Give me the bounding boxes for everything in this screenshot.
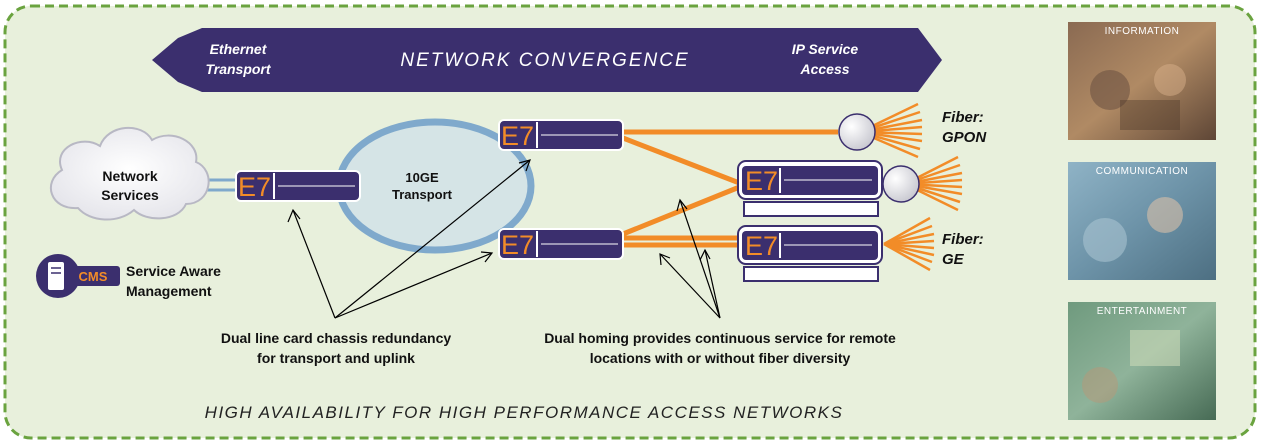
gpon-splitter-top (838, 102, 923, 159)
cloud-uplink (206, 178, 236, 192)
e7-node-uplink: E7 (235, 170, 361, 202)
banner-right-line-1: IP Service (792, 41, 859, 57)
e7-label: E7 (501, 121, 534, 151)
network-services-cloud: Network Services (50, 126, 210, 221)
note-right-line-2: locations with or without fiber diversit… (590, 350, 851, 366)
fiber-ge-line-2: GE (942, 251, 965, 268)
banner-right-line-2: Access (799, 61, 849, 77)
convergence-banner: Ethernet Transport NETWORK CONVERGENCE I… (152, 28, 942, 92)
cloud-label-line-1: Network (102, 168, 157, 184)
fiber-ge-line-1: Fiber: (942, 231, 984, 248)
panel-background (3, 4, 1257, 440)
gpon-splitter-mid (882, 155, 963, 212)
orange-links (622, 129, 888, 248)
tile-information: INFORMATION (1068, 22, 1216, 140)
ge-fan (883, 216, 935, 272)
e7-label: E7 (745, 166, 778, 196)
ring-label-line-1: 10GE (405, 170, 439, 185)
fiber-gpon-line-1: Fiber: (942, 109, 984, 126)
note-left-line-2: for transport and uplink (257, 350, 415, 366)
tile-information-label: INFORMATION (1105, 26, 1180, 37)
banner-title: NETWORK CONVERGENCE (400, 50, 689, 71)
cms-label-line-1: Service Aware (126, 263, 221, 279)
fiber-gpon-line-2: GPON (942, 129, 987, 146)
cloud-label-line-2: Services (101, 187, 159, 203)
footer-title: HIGH AVAILABILITY FOR HIGH PERFORMANCE A… (205, 403, 844, 422)
note-left-line-1: Dual line card chassis redundancy (221, 330, 452, 346)
e7-label: E7 (238, 172, 271, 202)
note-right-line-1: Dual homing provides continuous service … (544, 330, 896, 346)
banner-left-line-2: Transport (205, 61, 271, 77)
tile-entertainment: ENTERTAINMENT (1068, 302, 1216, 420)
tile-communication: COMMUNICATION (1068, 162, 1216, 280)
cms-icon-label: CMS (79, 269, 108, 284)
e7-node-ring-top: E7 (498, 119, 624, 151)
e7-label: E7 (745, 231, 778, 261)
banner-left-line-1: Ethernet (210, 41, 268, 57)
e7-label: E7 (501, 230, 534, 260)
e7-remote-node-a: E7 (737, 160, 883, 217)
cms-label-line-2: Management (126, 283, 212, 299)
e7-node-ring-bottom: E7 (498, 228, 624, 260)
tile-communication-label: COMMUNICATION (1096, 166, 1188, 177)
annotation-arrows (287, 159, 721, 319)
tile-entertainment-label: ENTERTAINMENT (1097, 306, 1188, 317)
e7-remote-node-b: E7 (737, 225, 883, 282)
cms-server: CMS (36, 254, 120, 298)
ring-label-line-2: Transport (392, 187, 453, 202)
